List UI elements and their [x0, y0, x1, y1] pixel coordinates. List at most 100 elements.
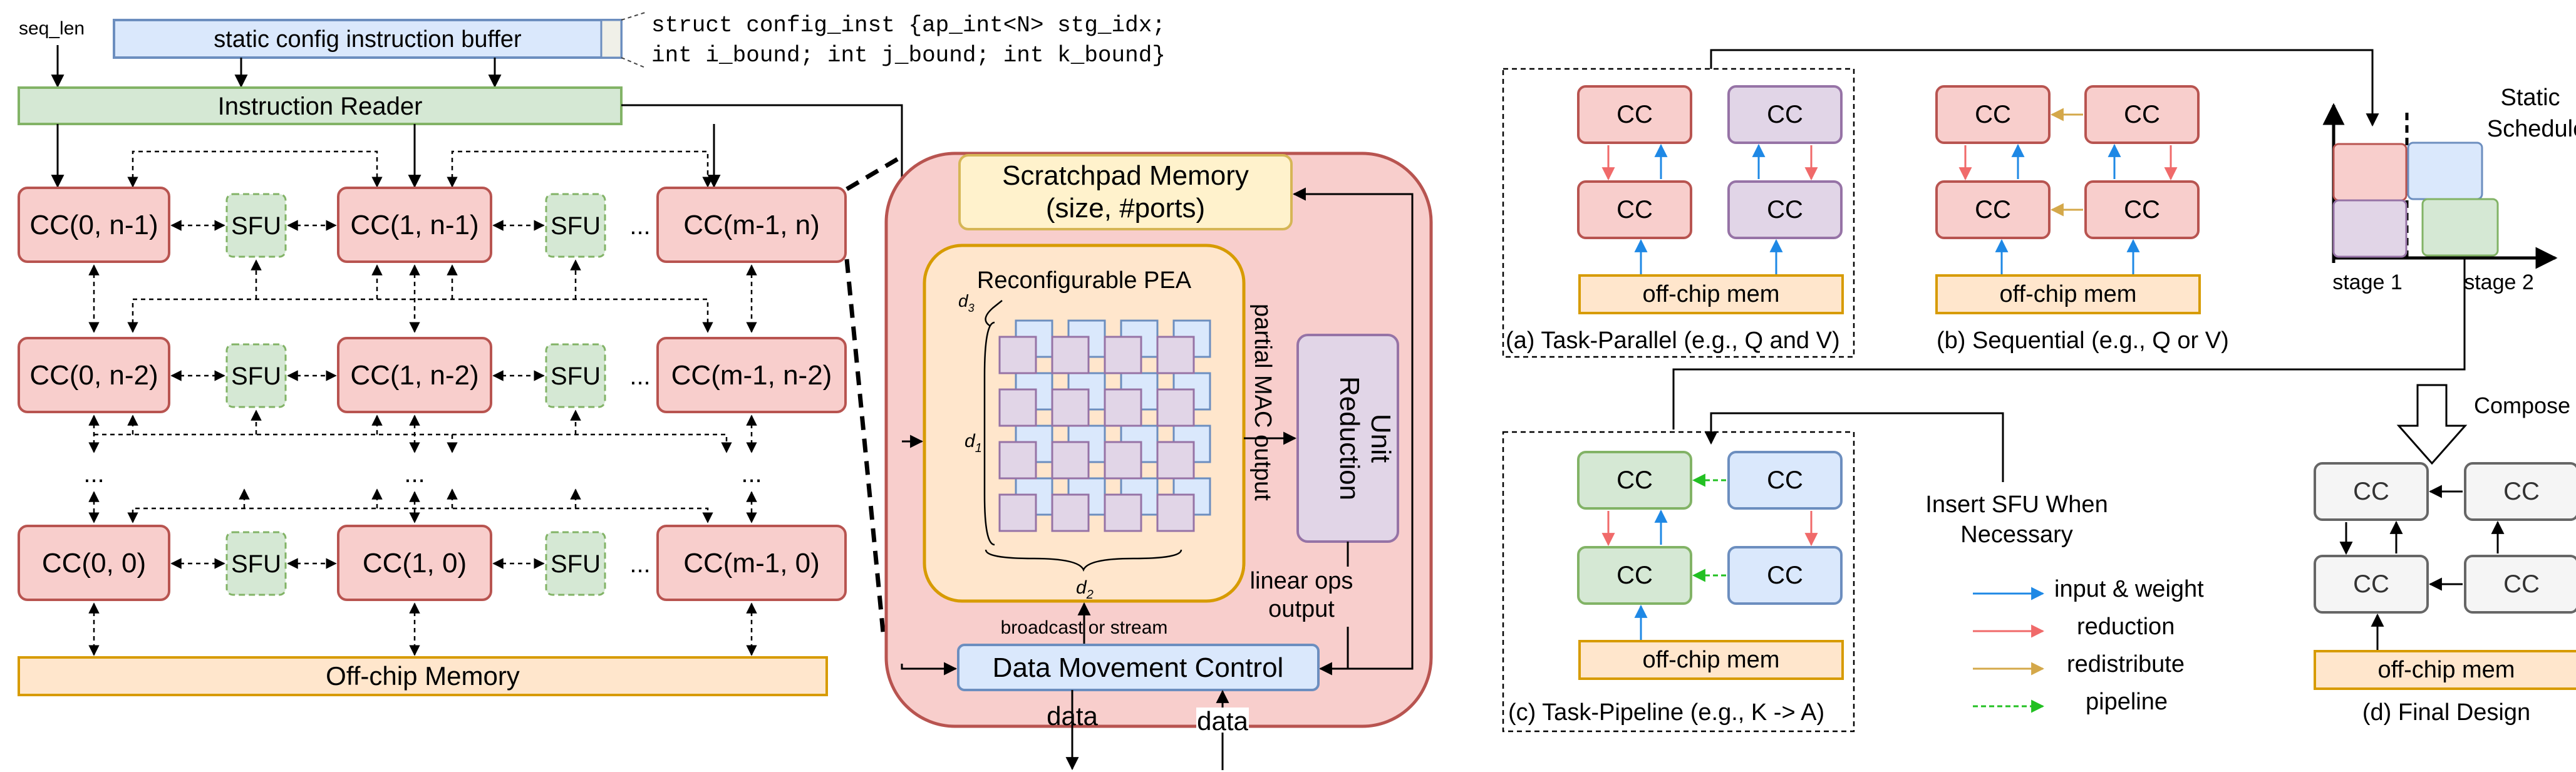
- cc-block-label: CC: [2353, 478, 2389, 505]
- offchip-mem-block: [1935, 274, 2201, 314]
- cc-block-label: CC: [2124, 101, 2160, 128]
- d2-brace: [985, 549, 1182, 572]
- cc-block-label: CC: [1616, 196, 1653, 224]
- cc-node: [337, 525, 492, 601]
- ellipsis: ...: [404, 460, 425, 488]
- offchip-mem-block: [2314, 650, 2576, 690]
- sfu-node: [545, 343, 606, 408]
- cc-block: [1577, 546, 1692, 605]
- pe-cell-front: [1051, 336, 1090, 374]
- pe-cell-front: [1104, 441, 1142, 480]
- caption-c: (c) Task-Pipeline (e.g., K -> A): [1508, 699, 1824, 726]
- offchip-mem-label: off-chip mem: [1643, 647, 1780, 673]
- d2-label: d2: [1076, 577, 1094, 602]
- cc-node: [337, 337, 492, 413]
- cc-block: [1727, 180, 1843, 239]
- cc-node-label: CC(0, n-1): [29, 210, 158, 240]
- cc-node: [656, 187, 847, 263]
- cc-block-label: CC: [1616, 466, 1653, 494]
- legend-label: input & weight: [2054, 576, 2204, 602]
- cc-block: [2084, 180, 2200, 239]
- cc-block-label: CC: [1975, 101, 2011, 128]
- linear-ops-bg: [1245, 567, 1358, 627]
- sfu-label: SFU: [551, 212, 601, 240]
- linear-ops-label: linear ops: [1250, 568, 1353, 594]
- cc-block: [1935, 180, 2051, 239]
- offchip-memory-label: Off-chip Memory: [326, 661, 520, 691]
- cc-block-label: CC: [1767, 196, 1803, 224]
- struct-definition-line2: int i_bound; int j_bound; int k_bound}: [651, 43, 1166, 68]
- offchip-mem-label: off-chip mem: [1643, 281, 1780, 307]
- cc-block-label: CC: [1767, 562, 1803, 589]
- cc-block-label: CC: [2503, 570, 2540, 598]
- pe-cell-front: [1104, 388, 1142, 427]
- cc-node: [18, 187, 170, 263]
- schedule-block-green: [2421, 198, 2499, 257]
- cc-block-label: CC: [1767, 466, 1803, 494]
- pe-cell-front: [998, 336, 1037, 374]
- schedule-label: Schedule: [2487, 116, 2576, 142]
- cc-node-label: CC(m-1, n-2): [671, 360, 832, 391]
- sfu-node: [225, 193, 287, 258]
- legend-label: redistribute: [2067, 651, 2185, 677]
- cc-block-label: CC: [1767, 101, 1803, 128]
- cc-node: [337, 187, 492, 263]
- sfu-label: SFU: [231, 363, 281, 390]
- cc-block-label: CC: [2353, 570, 2389, 598]
- ellipsis: ...: [83, 460, 104, 488]
- cc-node-label: CC(0, 0): [42, 548, 146, 579]
- instruction-reader: [18, 86, 623, 125]
- cc-block: [2084, 85, 2200, 144]
- panel-c-frame: [1502, 431, 1855, 733]
- schedule-block-blue: [2407, 142, 2483, 200]
- offchip-mem-label: off-chip mem: [2378, 657, 2515, 683]
- pe-cell-front: [998, 441, 1037, 480]
- insert-sfu-label-2: Necessary: [1960, 522, 2073, 548]
- scratchpad-label: Scratchpad Memory: [1002, 160, 1249, 191]
- scratchpad-params: (size, #ports): [1046, 193, 1205, 224]
- pe-cell-front: [1104, 493, 1142, 532]
- reduction-unit-label-1: Reduction: [1334, 376, 1365, 500]
- pe-cell-front: [1051, 388, 1090, 427]
- sfu-node: [545, 193, 606, 258]
- array-architecture: seq_len static config instruction buffer…: [18, 12, 1166, 696]
- dmc-label: Data Movement Control: [993, 652, 1284, 683]
- cc-node: [18, 337, 170, 413]
- offchip-mem-block: [1578, 274, 1844, 314]
- caption-d: (d) Final Design: [2362, 699, 2530, 726]
- pe-array-grid: [998, 319, 1211, 532]
- ellipsis: ...: [629, 550, 650, 578]
- cc-block-label: CC: [1616, 101, 1653, 128]
- pe-cell-front: [1156, 336, 1195, 374]
- cc-node-label: CC(1, n-1): [350, 210, 478, 240]
- sfu-label: SFU: [551, 550, 601, 578]
- sfu-node: [225, 531, 287, 596]
- cc-block: [2464, 555, 2576, 614]
- dataflow-variants: CC CC CC CC off-chip mem (a) Task-Parall…: [1502, 49, 2576, 733]
- instruction-buffer: [113, 19, 623, 59]
- legend: input & weight reduction redistribute pi…: [1973, 576, 2204, 715]
- legend-label: reduction: [2077, 614, 2175, 640]
- cc-block: [1727, 85, 1843, 144]
- panel-a-frame: [1502, 68, 1855, 358]
- broadcast-label: broadcast or stream: [1001, 617, 1168, 638]
- cc-block-label: CC: [2503, 478, 2540, 505]
- ellipsis: ...: [629, 363, 650, 390]
- caption-b: (b) Sequential (e.g., Q or V): [1937, 327, 2229, 354]
- cc-node-label: CC(m-1, 0): [683, 548, 820, 579]
- pe-cell-front: [1156, 493, 1195, 532]
- compose-arrow-icon: [2396, 384, 2468, 465]
- offchip-mem-label: off-chip mem: [2000, 281, 2137, 307]
- scratchpad-memory: [958, 154, 1293, 230]
- sfu-node: [545, 531, 606, 596]
- linear-ops-output-label: output: [1268, 596, 1335, 622]
- sfu-node: [225, 343, 287, 408]
- cc-node: [18, 525, 170, 601]
- struct-definition-line1: struct config_inst {ap_int<N> stg_idx;: [651, 13, 1166, 38]
- sfu-label: SFU: [231, 550, 281, 578]
- legend-label: pipeline: [2086, 689, 2168, 715]
- cc-block: [2314, 555, 2429, 614]
- cc-block: [1935, 85, 2051, 144]
- pe-cell-front: [1156, 441, 1195, 480]
